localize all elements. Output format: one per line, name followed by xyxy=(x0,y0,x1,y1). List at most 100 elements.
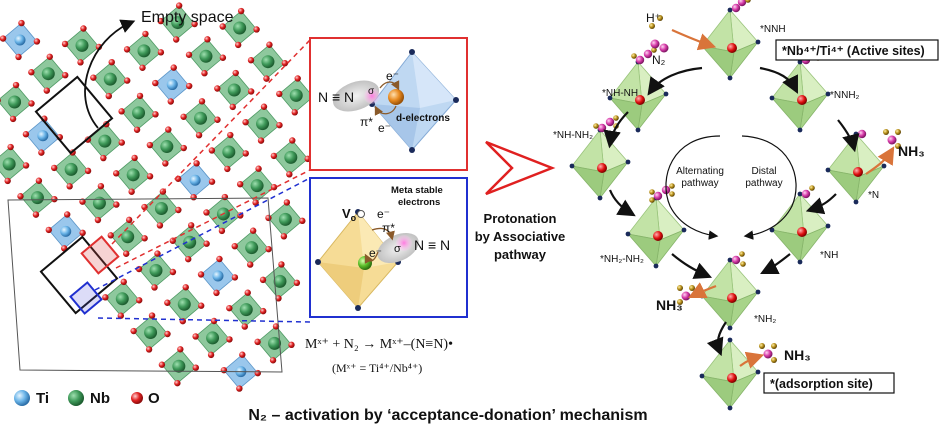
released-nh3-h xyxy=(759,343,765,349)
octahedron-vertex xyxy=(727,75,733,81)
arrow-nh-to-nh2 xyxy=(760,253,791,274)
nh3-label-right: NH₃ xyxy=(898,143,925,159)
octahedron-vertex xyxy=(653,263,659,269)
lattice-o-atom xyxy=(275,295,282,302)
released-nh3-n xyxy=(887,135,897,145)
lattice-o-atom xyxy=(218,227,226,235)
lattice-o-atom xyxy=(289,137,296,144)
lattice-o-atom xyxy=(139,64,146,71)
released-nh3-n xyxy=(681,291,691,301)
lattice-nb-atom xyxy=(222,145,236,159)
lattice-o-atom xyxy=(286,171,293,178)
lattice-nb-atom xyxy=(278,212,292,226)
inset-top-d-electrons: d-electrons xyxy=(396,113,450,124)
octahedron-vertex xyxy=(881,163,887,169)
label-nnh2: *NNH₂ xyxy=(830,90,860,101)
octahedron-vertex xyxy=(825,167,831,173)
lattice-o-atom xyxy=(46,53,53,60)
lattice-o-atom xyxy=(0,35,7,42)
adsorption-site-label: *(adsorption site) xyxy=(770,377,873,391)
lattice-o-atom xyxy=(231,274,239,281)
lattice-o-atom xyxy=(219,54,227,61)
hydrogen-atom xyxy=(651,47,657,53)
octahedron-vertex xyxy=(755,369,761,375)
alternating-label-2: pathway xyxy=(681,178,718,189)
lattice-o-atom xyxy=(255,165,262,172)
metal-center-atom xyxy=(597,163,607,173)
protonation-line-3: pathway xyxy=(494,247,547,262)
lattice-o-atom xyxy=(120,278,127,286)
alternating-label-1: Alternating xyxy=(676,166,724,177)
octahedron-vertex xyxy=(727,405,733,411)
lattice-o-atom xyxy=(152,111,159,118)
octahedron-vertex xyxy=(853,131,859,137)
lattice-o-atom xyxy=(236,180,244,188)
lattice-o-atom xyxy=(185,255,192,263)
lattice-o-atom xyxy=(270,152,278,160)
free-h-plus xyxy=(649,23,655,29)
octahedron-vertex xyxy=(569,163,575,169)
lattice-o-atom xyxy=(164,299,171,306)
lattice-o-atom xyxy=(226,304,233,312)
inset-bottom-meta-stable-2: electrons xyxy=(398,197,440,208)
released-nh3-n xyxy=(763,349,773,359)
octahedron-vertex xyxy=(663,91,669,97)
lattice-nb-atom xyxy=(256,117,270,131)
free-n2-atom xyxy=(659,43,669,53)
hydrogen-atom xyxy=(649,197,655,203)
lattice-o-atom xyxy=(94,216,102,224)
lattice-o-atom xyxy=(265,245,272,253)
lattice-o-atom xyxy=(263,75,270,82)
arrow-nh2-to-site xyxy=(706,321,727,357)
lattice-o-atom xyxy=(45,226,52,234)
hydrogen-atom xyxy=(613,115,619,121)
legend-ti-label: Ti xyxy=(36,390,49,407)
lattice-o-atom xyxy=(51,164,58,172)
free-n2-atom xyxy=(650,39,660,49)
lattice-o-atom xyxy=(162,160,169,167)
lattice-o-atom xyxy=(224,165,231,173)
lattice-o-atom xyxy=(118,108,125,115)
lattice-o-atom xyxy=(90,74,97,81)
octahedron-vertex xyxy=(625,159,631,165)
lattice-o-atom xyxy=(12,81,20,89)
lattice-o-atom xyxy=(154,250,161,257)
lattice-o-atom xyxy=(18,19,25,27)
lattice-o-atom xyxy=(198,98,206,105)
metal-center-atom xyxy=(853,167,863,177)
lattice-o-atom xyxy=(177,346,184,353)
lattice-o-atom xyxy=(79,229,86,237)
lattice-o-atom xyxy=(62,71,69,79)
hydrogen-atom xyxy=(739,251,745,257)
lattice-nb-atom xyxy=(115,292,129,306)
lattice-o-atom xyxy=(22,162,30,169)
octahedron-vertex xyxy=(825,91,831,97)
lattice-nb-atom xyxy=(172,359,186,373)
n2-label: N₂ xyxy=(652,53,666,67)
nitrogen-atom xyxy=(653,191,663,201)
released-nh3-h xyxy=(895,143,901,149)
lattice-o-atom xyxy=(190,193,197,201)
lattice-o-atom xyxy=(203,209,210,216)
lattice-o-atom xyxy=(276,121,283,129)
lattice-o-atom xyxy=(15,53,22,61)
octahedron-vertex xyxy=(699,293,705,299)
free-h-plus xyxy=(657,15,663,21)
lattice-nb-atom xyxy=(227,83,241,97)
arrow-n-to-nh xyxy=(805,193,837,215)
inset-top-sigma: σ xyxy=(368,86,375,97)
released-nh3-h xyxy=(771,343,777,349)
octahedron-nnh xyxy=(699,0,761,81)
octahedron-vertex xyxy=(727,257,733,263)
distal-label-2: pathway xyxy=(745,178,782,189)
lattice-o-atom xyxy=(272,323,280,330)
distal-circle-arrow xyxy=(741,135,797,240)
lattice-o-atom xyxy=(77,59,84,66)
lattice-nb-atom xyxy=(121,230,135,244)
nitrogen-atom xyxy=(731,255,741,265)
lattice-ti-atom xyxy=(37,130,49,142)
adsorption-site-box xyxy=(763,372,895,394)
lattice-o-atom xyxy=(242,119,249,126)
lattice-o-atom xyxy=(146,173,154,180)
lattice-o-atom xyxy=(227,131,234,139)
